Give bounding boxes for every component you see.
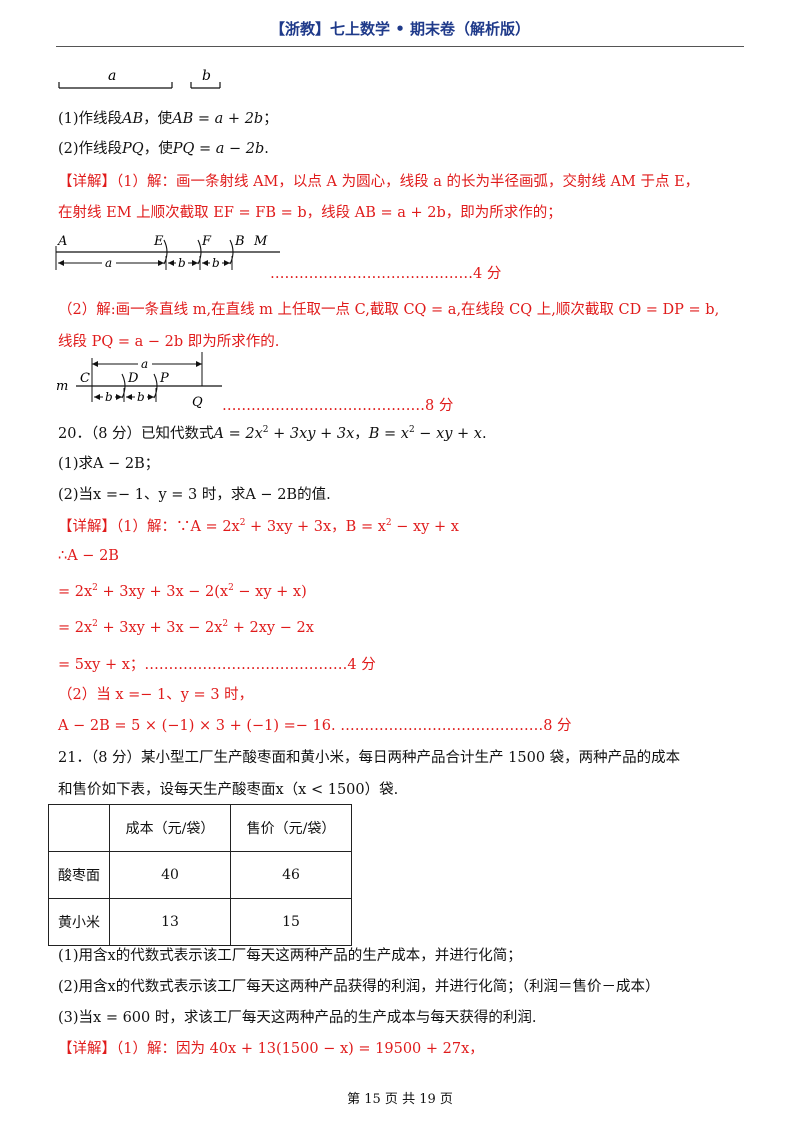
q19-solution2-line1: （2）解:画一条直线 m,在直线 m 上任取一点 C,截取 CQ = a,在线段… [58, 302, 720, 318]
point-e-label: E [153, 234, 164, 249]
q19-part1: (1)作线段AB，使AB = a + 2b； [58, 111, 278, 127]
dim-a-label: a [105, 256, 112, 270]
dim-b2-label: b [212, 256, 220, 270]
point-d-label: D [127, 371, 139, 386]
table-cell: 酸枣面 [48, 851, 110, 899]
dim2-b2-label: b [137, 390, 145, 404]
cost-price-table: 成本（元/袋） 售价（元/袋） 酸枣面 40 46 黄小米 13 15 [48, 804, 352, 946]
q19-part2: (2)作线段PQ，使PQ = a − 2b. [58, 141, 269, 157]
q21-part1: (1)用含x的代数式表示该工厂每天这两种产品的生产成本，并进行化简； [58, 948, 522, 964]
q19-score1: ……………………………………4 分 [270, 266, 502, 282]
point-m-label: M [253, 234, 268, 249]
point-a-label: A [57, 234, 67, 249]
q20-solution-line7: A − 2B = 5 × (−1) × 3 + (−1) =− 16. …………… [58, 718, 572, 734]
given-segments-figure: a b [58, 68, 221, 89]
q19-solution1-line1: 【详解】（1）解：画一条射线 AM，以点 A 为圆心，线段 a 的长为半径画弧，… [58, 174, 700, 190]
construction-ab-figure: A E F B M a b b [55, 234, 280, 270]
table-row: 酸枣面 40 46 [48, 851, 352, 899]
page-header: 【浙教】七上数学 • 期末卷（解析版） [269, 20, 531, 38]
table-cell: 46 [230, 851, 352, 899]
table-header-cell [48, 804, 110, 852]
line-m-label: m [56, 379, 68, 394]
table-header-row: 成本（元/袋） 售价（元/袋） [48, 804, 352, 852]
table-cell: 40 [109, 851, 231, 899]
q20-solution-line6: （2）当 x =− 1、y = 3 时， [58, 687, 254, 703]
q20-stem: 20．（8 分）已知代数式A = 2x2 + 3xy + 3x，B = x2 −… [58, 425, 487, 442]
q21-solution1: 【详解】（1）解：因为 40x + 13(1500 − x) = 19500 +… [58, 1041, 484, 1057]
point-p-label: P [159, 371, 169, 386]
dim2-a-label: a [141, 357, 148, 371]
table-header-cell: 成本（元/袋） [109, 804, 231, 852]
q21-part3: (3)当x = 600 时，求该工厂每天这两种产品的生产成本与每天获得的利润. [58, 1010, 537, 1026]
table-header-cell: 售价（元/袋） [230, 804, 352, 852]
point-b-label: B [234, 234, 245, 249]
point-c-label: C [80, 371, 90, 386]
q19-solution1-line2: 在射线 EM 上顺次截取 EF = FB = b，线段 AB = a + 2b，… [58, 205, 562, 221]
q20-solution-line5: = 5xy + x；……………………………………4 分 [58, 657, 376, 673]
segment-b-label: b [202, 68, 211, 84]
table-cell: 13 [109, 898, 231, 946]
table-cell: 15 [230, 898, 352, 946]
header-rule [56, 46, 744, 47]
construction-pq-figure: a m C D P Q b b [56, 352, 222, 410]
q20-part2: (2)当x =− 1、y = 3 时，求A − 2B的值. [58, 487, 331, 503]
q21-stem-line2: 和售价如下表，设每天生产酸枣面x（x < 1500）袋. [58, 782, 399, 798]
q19-score2: ……………………………………8 分 [222, 398, 454, 414]
q21-part2: (2)用含x的代数式表示该工厂每天这两种产品获得的利润，并进行化简；（利润＝售价… [58, 979, 660, 995]
dim-b1-label: b [178, 256, 186, 270]
q20-solution-line1: 【详解】（1）解：∵A = 2x2 + 3xy + 3x，B = x2 − xy… [58, 518, 459, 535]
q20-solution-line4: = 2x2 + 3xy + 3x − 2x2 + 2xy − 2x [58, 619, 314, 636]
dim2-b1-label: b [105, 390, 113, 404]
table-cell: 黄小米 [48, 898, 110, 946]
table-row: 黄小米 13 15 [48, 898, 352, 946]
point-f-label: F [201, 234, 212, 249]
point-q-label: Q [192, 395, 203, 410]
q21-stem-line1: 21．（8 分）某小型工厂生产酸枣面和黄小米，每日两种产品合计生产 1500 袋… [58, 750, 681, 766]
segment-a-label: a [108, 68, 116, 84]
q20-solution-line2: ∴A − 2B [58, 548, 119, 564]
page-footer: 第 15 页 共 19 页 [347, 1092, 453, 1107]
q19-solution2-line2: 线段 PQ = a − 2b 即为所求作的. [58, 334, 280, 350]
q20-part1: (1)求A − 2B； [58, 456, 160, 472]
q20-solution-line3: = 2x2 + 3xy + 3x − 2(x2 − xy + x) [58, 583, 307, 600]
